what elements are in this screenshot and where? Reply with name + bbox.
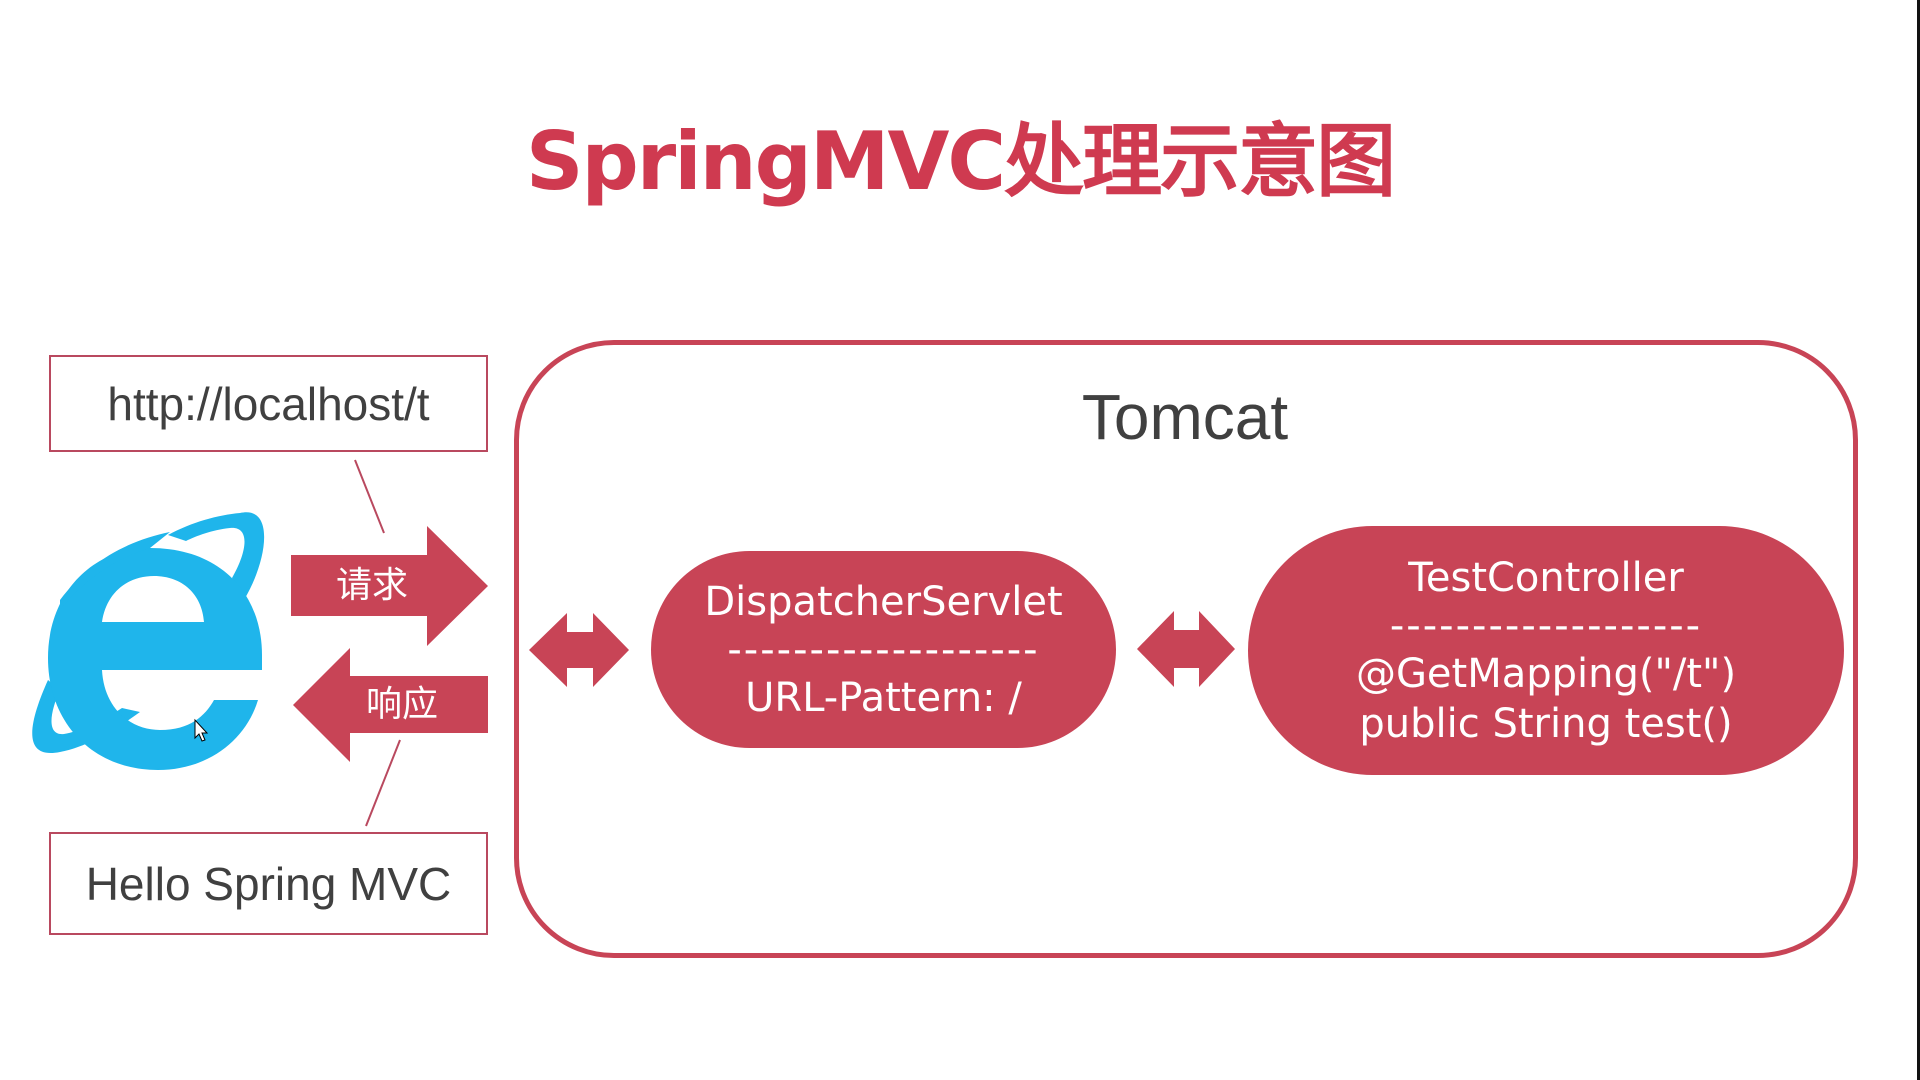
- dispatcher-servlet-node: DispatcherServlet ------------------- UR…: [651, 551, 1116, 748]
- screen-edge-bar: [1917, 0, 1920, 1080]
- dispatcher-controller-double-arrow: [1137, 611, 1235, 687]
- diagram-title: SpringMVC处理示意图: [525, 115, 1396, 208]
- controller-name: TestController: [1408, 554, 1684, 601]
- response-body-connector: [365, 739, 401, 827]
- internet-explorer-icon: [32, 512, 265, 770]
- dispatcher-divider: -------------------: [727, 626, 1040, 673]
- request-url-connector: [354, 459, 385, 534]
- request-arrow: [291, 526, 488, 646]
- test-controller-node: TestController ------------------- @GetM…: [1248, 526, 1844, 775]
- request-url-text: http://localhost/t: [107, 377, 430, 430]
- dispatcher-name: DispatcherServlet: [704, 578, 1063, 625]
- browser-dispatcher-double-arrow: [529, 613, 629, 687]
- tomcat-label: Tomcat: [1081, 381, 1289, 453]
- response-body-box: Hello Spring MVC: [49, 832, 488, 935]
- mouse-cursor-icon: [194, 718, 209, 742]
- response-body-text: Hello Spring MVC: [85, 857, 452, 910]
- request-arrow-label: 请求: [336, 565, 409, 606]
- controller-annotation: @GetMapping("/t"): [1355, 650, 1737, 697]
- response-arrow: [293, 648, 488, 762]
- response-arrow-label: 响应: [366, 684, 439, 725]
- request-url-box: http://localhost/t: [49, 355, 488, 452]
- dispatcher-url-pattern: URL-Pattern: /: [745, 674, 1022, 721]
- controller-divider: -------------------: [1389, 602, 1703, 649]
- controller-method: public String test(): [1359, 700, 1733, 747]
- tomcat-container: [514, 340, 1858, 958]
